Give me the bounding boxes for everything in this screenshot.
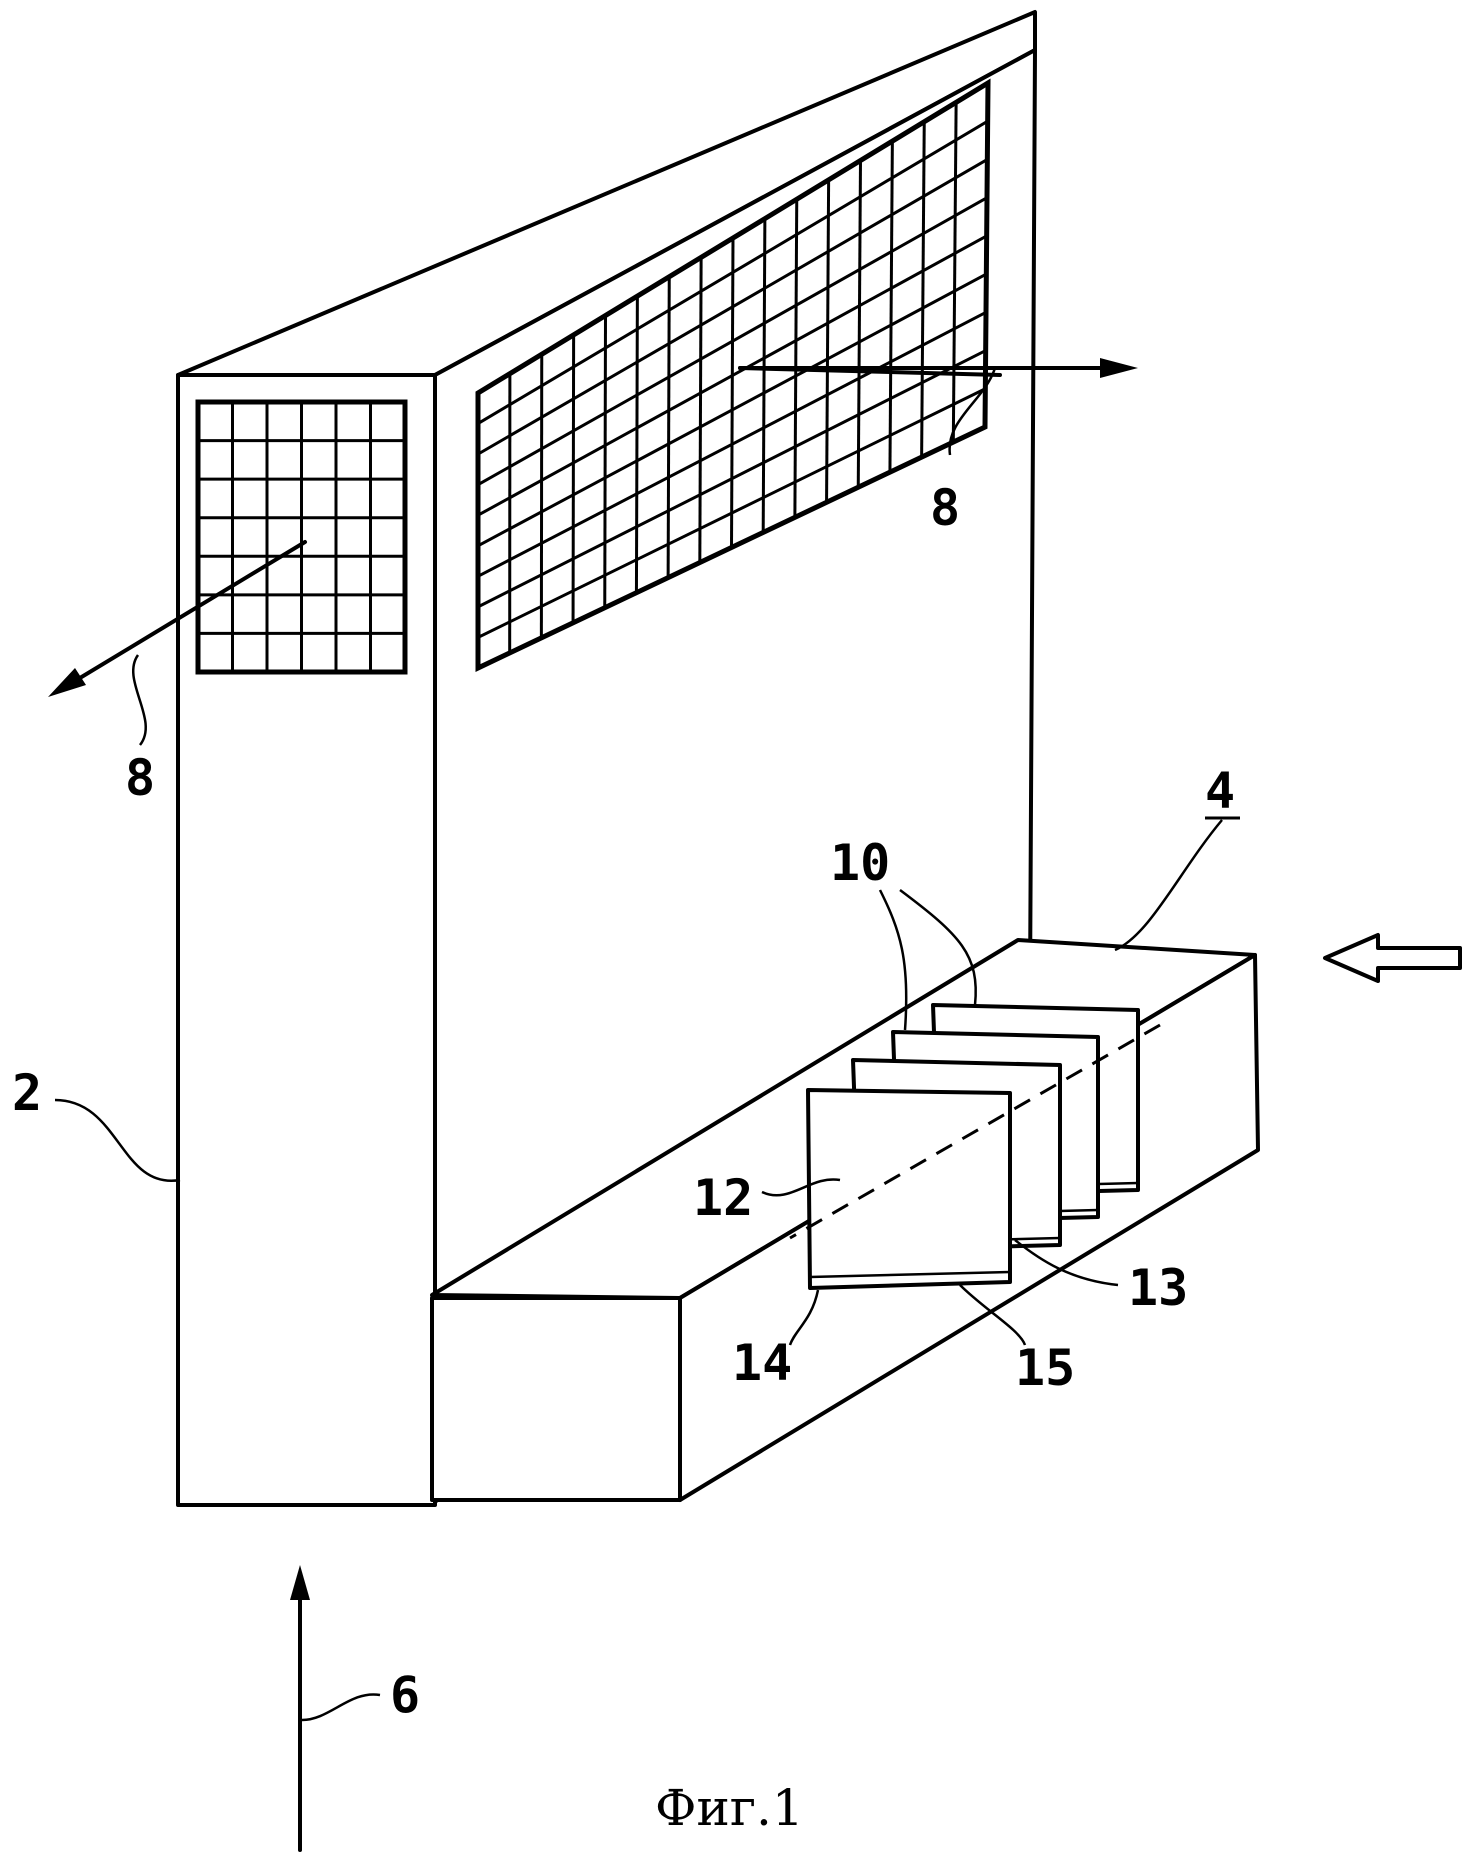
grille-bar (605, 316, 606, 608)
arrowhead-right (1100, 358, 1138, 378)
arrowhead-up (290, 1565, 310, 1600)
grille-bar (827, 180, 829, 502)
leader-8-left (133, 655, 146, 745)
grille-bar (668, 277, 669, 578)
leader-4 (1115, 820, 1222, 950)
label-6: 6 (390, 1666, 420, 1724)
label-15: 15 (1015, 1339, 1075, 1397)
filter-panel-front (808, 1090, 1010, 1288)
label-4: 4 (1205, 762, 1235, 820)
grille-bar (795, 199, 797, 517)
grille-bar (700, 257, 701, 562)
label-8-right: 8 (930, 479, 960, 537)
leader-2 (55, 1100, 180, 1181)
leader-6 (302, 1694, 380, 1720)
label-2: 2 (12, 1064, 42, 1122)
figure-caption: Фиг.1 (655, 1779, 804, 1837)
inflow-hollow-arrow (1325, 935, 1460, 981)
label-14: 14 (732, 1334, 792, 1392)
inflow-arrow-bottom (290, 1565, 310, 1850)
label-13: 13 (1128, 1259, 1188, 1317)
label-8-left: 8 (125, 749, 155, 807)
duct-front-face (432, 1298, 680, 1500)
label-12: 12 (693, 1169, 753, 1227)
grille-bar (763, 219, 765, 533)
label-10: 10 (830, 834, 890, 892)
grille-bar (732, 238, 734, 548)
grille-bar (636, 296, 637, 593)
cabinet-front-face (178, 375, 435, 1505)
grille-bar (573, 335, 574, 623)
arrowhead-left (48, 668, 86, 697)
